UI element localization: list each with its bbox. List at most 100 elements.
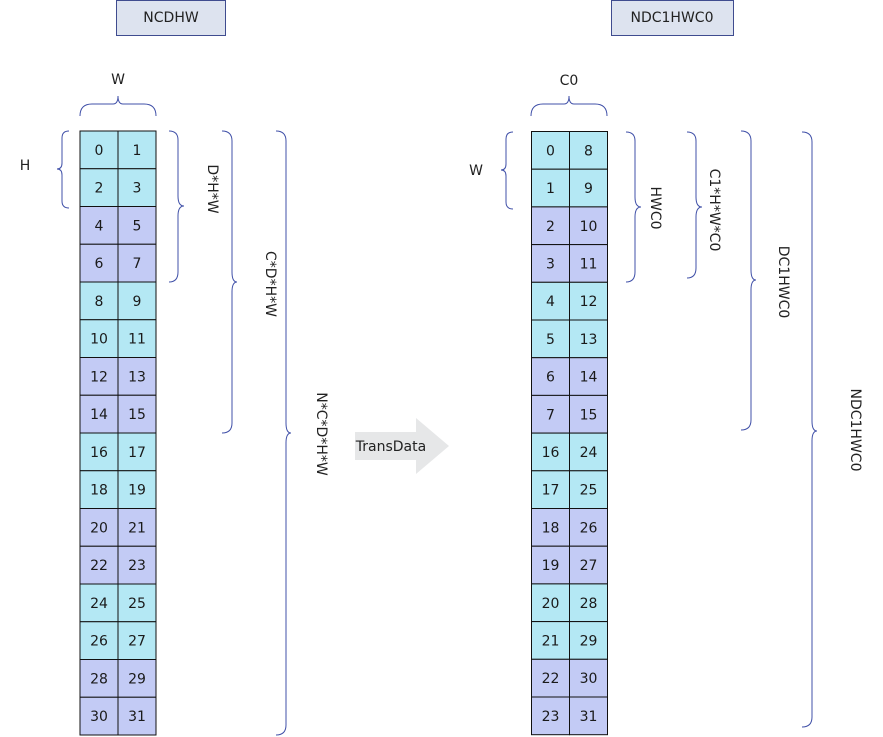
left-grid-cell-value: 9 xyxy=(133,294,142,310)
right-grid-cell-value: 1 xyxy=(546,181,555,197)
right-grid-cell xyxy=(569,244,608,283)
right-c0-label: C0 xyxy=(560,73,579,89)
left-grid-cell-value: 0 xyxy=(95,143,104,159)
right-hwc0-label: HWC0 xyxy=(647,186,663,229)
left-title: NCDHW xyxy=(143,10,199,26)
left-h-label: H xyxy=(20,158,31,174)
left-grid-cell-value: 7 xyxy=(133,256,142,272)
left-grid-cell-value: 23 xyxy=(128,558,146,574)
right-grid-cell-value: 31 xyxy=(580,709,598,725)
left-dhw-label: D*H*W xyxy=(204,164,220,213)
left-grid-cell-value: 17 xyxy=(128,445,146,461)
right-grid-cell-value: 21 xyxy=(542,633,560,649)
right-grid-cell xyxy=(531,394,570,434)
transdata-arrow: TransData xyxy=(355,418,449,474)
right-grid-cell xyxy=(531,168,570,208)
left-grid-cell xyxy=(117,319,157,358)
left-grid-cell-value: 30 xyxy=(90,709,108,725)
left-grid-cell-value: 24 xyxy=(90,596,108,612)
left-grid-cell xyxy=(79,432,119,472)
right-grid-cell xyxy=(531,432,570,472)
left-grid-cell-value: 4 xyxy=(95,218,104,234)
right-w-brace xyxy=(500,131,514,210)
right-grid-cell xyxy=(531,470,570,509)
right-grid-cell-value: 20 xyxy=(542,596,560,612)
right-grid-cell xyxy=(569,658,608,698)
right-grid-cell-value: 4 xyxy=(546,294,555,310)
left-grid-cell-value: 21 xyxy=(128,520,146,536)
right-grid-cell-value: 25 xyxy=(580,483,598,499)
right-grid-cell-value: 3 xyxy=(546,256,555,272)
left-grid-cell-value: 12 xyxy=(90,369,108,385)
right-grid-cell xyxy=(531,621,570,660)
right-grid-cell-value: 29 xyxy=(580,633,598,649)
right-c1hwc0-brace xyxy=(686,131,703,279)
left-grid-cell xyxy=(79,659,119,698)
left-grid-cell-value: 22 xyxy=(90,558,108,574)
left-grid-cell xyxy=(79,583,119,623)
left-grid-cell xyxy=(117,357,157,396)
left-grid-cell xyxy=(117,281,157,321)
right-grid-cell-value: 2 xyxy=(546,219,555,235)
left-grid-cell-value: 2 xyxy=(95,181,104,197)
right-grid-cell xyxy=(569,508,608,547)
right-grid-cell-value: 9 xyxy=(584,181,593,197)
left-title-rect xyxy=(116,0,226,36)
left-grid-cell xyxy=(117,130,157,170)
right-grid-cell-value: 30 xyxy=(580,671,598,687)
right-grid-cell-value: 5 xyxy=(546,332,555,348)
right-grid-cell-value: 19 xyxy=(542,558,560,574)
right-c1hwc0-label: C1*H*W*C0 xyxy=(706,169,722,252)
right-grid-cell-value: 23 xyxy=(542,709,560,725)
left-grid-cell-value: 18 xyxy=(90,483,108,499)
right-grid-cell-value: 27 xyxy=(580,558,598,574)
left-brackets xyxy=(56,95,292,736)
left-grid-cell-value: 26 xyxy=(90,634,108,650)
left-h-brace xyxy=(56,130,70,209)
left-grid-cell xyxy=(117,206,157,245)
left-grid-cell xyxy=(79,470,119,509)
right-grid-cell xyxy=(531,357,570,396)
left-w-brace xyxy=(79,95,157,117)
left-grid-cell-value: 5 xyxy=(133,218,142,234)
left-grid-cell-value: 15 xyxy=(128,407,146,423)
left-grid-cell xyxy=(117,432,157,472)
right-grid-cell xyxy=(569,206,608,246)
left-grid-cell xyxy=(117,243,157,283)
right-grid-cell-value: 22 xyxy=(542,671,560,687)
left-grid-cell-value: 20 xyxy=(90,520,108,536)
right-grid-cell-value: 7 xyxy=(546,407,555,423)
right-ndc1hwc0-label: NDC1HWC0 xyxy=(847,389,863,472)
right-grid-cell xyxy=(569,357,608,396)
left-grid-cell-value: 3 xyxy=(133,181,142,197)
right-grid-cell xyxy=(569,131,608,170)
left-cdhw-label: C*D*H*W xyxy=(262,251,278,317)
left-grid-cell-value: 28 xyxy=(90,671,108,687)
right-grid-cell-value: 18 xyxy=(542,520,560,536)
right-grid-cell-value: 24 xyxy=(580,445,598,461)
right-grid-cell xyxy=(531,583,570,623)
right-title-box: NDC1HWC0 xyxy=(611,0,734,36)
left-grid-cell xyxy=(117,696,157,736)
right-grid-cell-value: 15 xyxy=(580,407,598,423)
left-grid-cell-value: 14 xyxy=(90,407,108,423)
right-c0-brace xyxy=(530,95,608,117)
right-grid-cell-value: 13 xyxy=(580,332,598,348)
right-grid-cell-value: 12 xyxy=(580,294,598,310)
left-grid-cell-value: 10 xyxy=(90,332,108,348)
right-grid-cell xyxy=(569,394,608,434)
left-grid-cell-value: 25 xyxy=(128,596,146,612)
right-grid-cell xyxy=(569,696,608,736)
left-grid-cell xyxy=(117,168,157,207)
right-grid-cell xyxy=(569,470,608,509)
left-cdhw-brace xyxy=(221,130,238,434)
left-grid-cell xyxy=(79,508,119,547)
left-grid-cell-value: 19 xyxy=(128,483,146,499)
right-grid-cell-value: 28 xyxy=(580,596,598,612)
left-grid-cell xyxy=(117,545,157,585)
left-ncdhw-brace xyxy=(275,130,292,736)
left-grid-cell-value: 1 xyxy=(133,143,142,159)
right-grid-cell xyxy=(531,319,570,359)
